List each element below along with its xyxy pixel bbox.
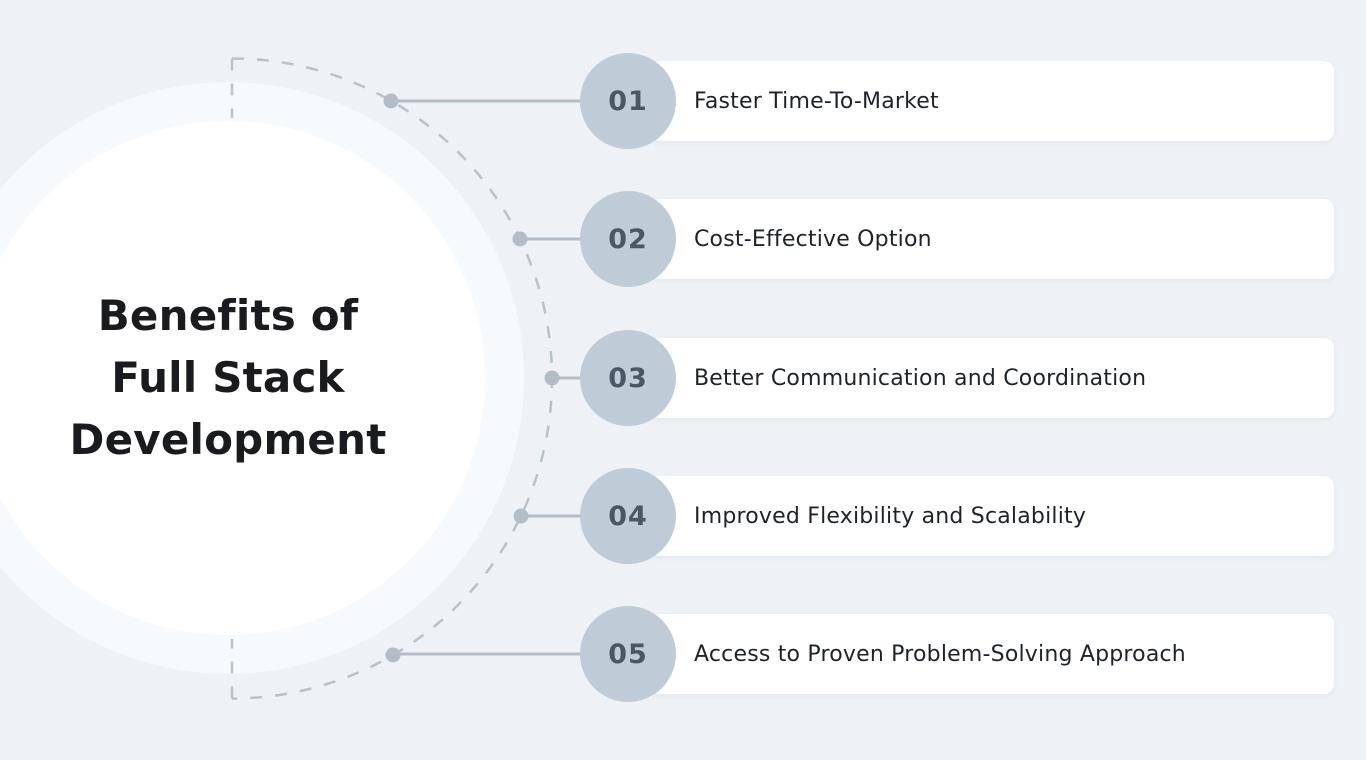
benefit-number-badge-1: 01 — [580, 53, 676, 149]
benefit-card-5: Access to Proven Problem-Solving Approac… — [650, 614, 1334, 694]
benefit-number-1: 01 — [608, 85, 648, 117]
benefit-label-1: Faster Time-To-Market — [694, 88, 939, 114]
benefit-card-1: Faster Time-To-Market — [650, 61, 1334, 141]
page-title-line-3: Development — [69, 415, 387, 464]
benefit-row-3: Better Communication and Coordination 03 — [0, 330, 1366, 426]
page-title-line-2: Full Stack — [111, 353, 345, 402]
connector-dot-1 — [383, 93, 399, 109]
benefit-label-5: Access to Proven Problem-Solving Approac… — [694, 641, 1186, 667]
benefit-number-2: 02 — [608, 223, 648, 255]
benefit-label-2: Cost-Effective Option — [694, 226, 932, 252]
benefit-number-badge-3: 03 — [580, 330, 676, 426]
connector-dot-4 — [513, 508, 529, 524]
page-title: Benefits of Full Stack Development — [70, 285, 387, 471]
benefit-number-badge-5: 05 — [580, 606, 676, 702]
benefit-row-1: Faster Time-To-Market 01 — [0, 53, 1366, 149]
connector-dot-5 — [385, 647, 401, 663]
benefit-card-3: Better Communication and Coordination — [650, 338, 1334, 418]
benefit-card-4: Improved Flexibility and Scalability — [650, 476, 1334, 556]
benefit-card-2: Cost-Effective Option — [650, 199, 1334, 279]
benefit-number-badge-4: 04 — [580, 468, 676, 564]
benefit-number-4: 04 — [608, 500, 648, 532]
benefit-label-4: Improved Flexibility and Scalability — [694, 503, 1087, 529]
benefit-row-4: Improved Flexibility and Scalability 04 — [0, 468, 1366, 564]
connector-dot-2 — [512, 231, 528, 247]
benefit-number-5: 05 — [608, 638, 648, 670]
benefit-row-2: Cost-Effective Option 02 — [0, 191, 1366, 287]
benefit-number-badge-2: 02 — [580, 191, 676, 287]
page-title-line-1: Benefits of — [97, 291, 359, 340]
benefit-row-5: Access to Proven Problem-Solving Approac… — [0, 606, 1366, 702]
benefit-number-3: 03 — [608, 362, 648, 394]
title-circle: Benefits of Full Stack Development — [0, 121, 485, 635]
benefit-label-3: Better Communication and Coordination — [694, 365, 1147, 391]
connector-dot-3 — [544, 370, 560, 386]
